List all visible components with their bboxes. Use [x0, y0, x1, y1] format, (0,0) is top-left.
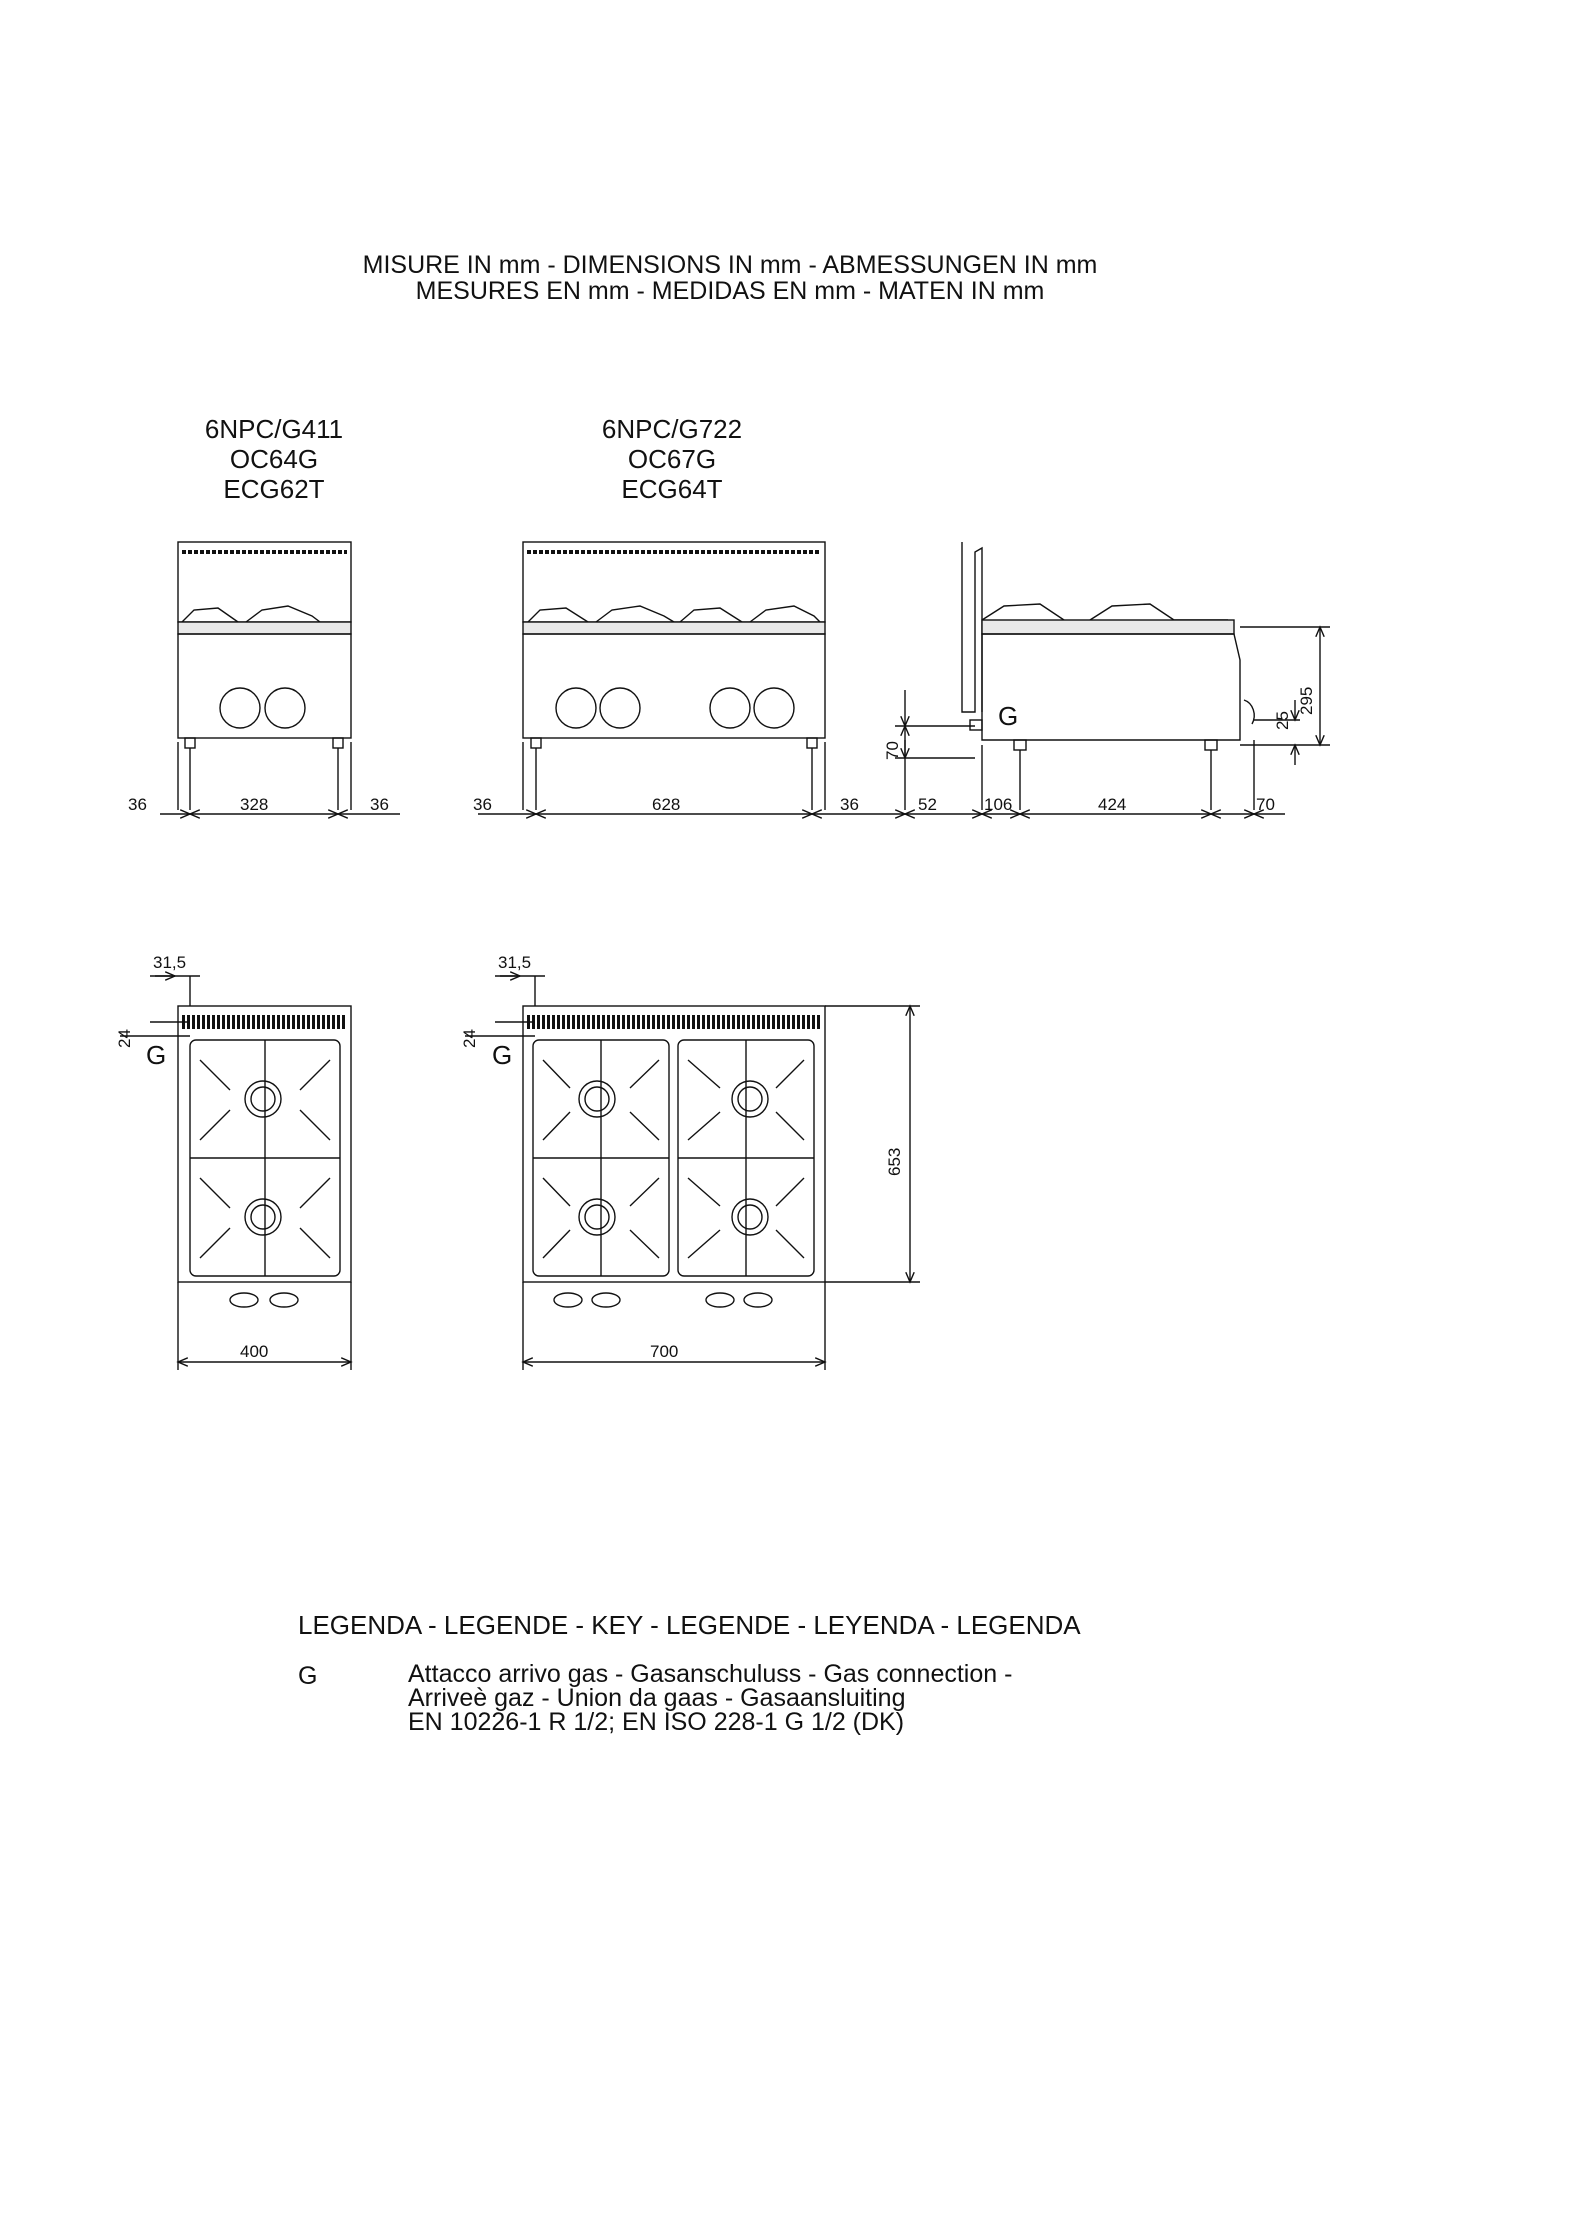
- model-code: OC64G: [229, 444, 319, 474]
- dim-front-small-center: 328: [240, 795, 268, 814]
- model-code: OC67G: [627, 444, 717, 474]
- top-view-large: [465, 976, 920, 1370]
- dim-front-small-right: 36: [370, 795, 389, 814]
- front-view-large: [478, 541, 860, 814]
- legend-description: Attacco arrivo gas - Gasanschuluss - Gas…: [408, 1660, 1013, 1736]
- model-code: 6NPC/G722: [601, 414, 743, 444]
- dim-front-large-right: 36: [840, 795, 859, 814]
- gas-label-top-small: G: [146, 1040, 166, 1070]
- gas-label-side: G: [998, 701, 1018, 731]
- dim-top-small-width: 400: [240, 1342, 268, 1361]
- front-view-small: [160, 541, 400, 814]
- dim-top-small-offset: 31,5: [153, 953, 186, 972]
- model-list-large: 6NPC/G722 OC67G ECG64T: [572, 414, 772, 504]
- legend-line: Attacco arrivo gas - Gasanschuluss - Gas…: [408, 1660, 1013, 1688]
- model-list-small: 6NPC/G411 OC64G ECG62T: [174, 414, 374, 504]
- model-code: 6NPC/G411: [204, 414, 344, 444]
- dim-top-large-depth-offset: 24: [460, 1029, 479, 1048]
- gas-label-top-large: G: [492, 1040, 512, 1070]
- dimension-labels: 36 328 36 36 628 36 52 106 424 70 70 25 …: [115, 687, 1316, 1361]
- legend-title: LEGENDA - LEGENDE - KEY - LEGENDE - LEYE…: [298, 1610, 1081, 1640]
- dim-front-large-center: 628: [652, 795, 680, 814]
- top-view-small: [120, 976, 351, 1370]
- side-view: [860, 542, 1330, 814]
- dim-side-h295: 295: [1297, 687, 1316, 715]
- model-code: ECG62T: [223, 474, 325, 504]
- dim-top-large-depth: 653: [885, 1148, 904, 1176]
- dim-side-h25: 25: [1273, 711, 1292, 730]
- header-line-1: MISURE IN mm - DIMENSIONS IN mm - ABMESS…: [362, 251, 1098, 279]
- dim-top-large-width: 700: [650, 1342, 678, 1361]
- legend-line: Arriveè gaz - Union da gaas - Gasaanslui…: [408, 1684, 906, 1712]
- dim-side-70: 70: [1256, 795, 1275, 814]
- dim-side-h70: 70: [883, 741, 902, 760]
- dim-top-large-offset: 31,5: [498, 953, 531, 972]
- dim-side-52: 52: [918, 795, 937, 814]
- legend-line: EN 10226-1 R 1/2; EN ISO 228-1 G 1/2 (DK…: [408, 1708, 905, 1736]
- dim-top-small-depth-offset: 24: [115, 1029, 134, 1048]
- legend-key: G: [298, 1662, 318, 1690]
- dim-side-106: 106: [984, 795, 1012, 814]
- dim-front-small-left: 36: [128, 795, 147, 814]
- dim-side-424: 424: [1098, 795, 1126, 814]
- dim-front-large-left: 36: [473, 795, 492, 814]
- header-line-2: MESURES EN mm - MEDIDAS EN mm - MATEN IN…: [415, 277, 1045, 305]
- model-code: ECG64T: [621, 474, 723, 504]
